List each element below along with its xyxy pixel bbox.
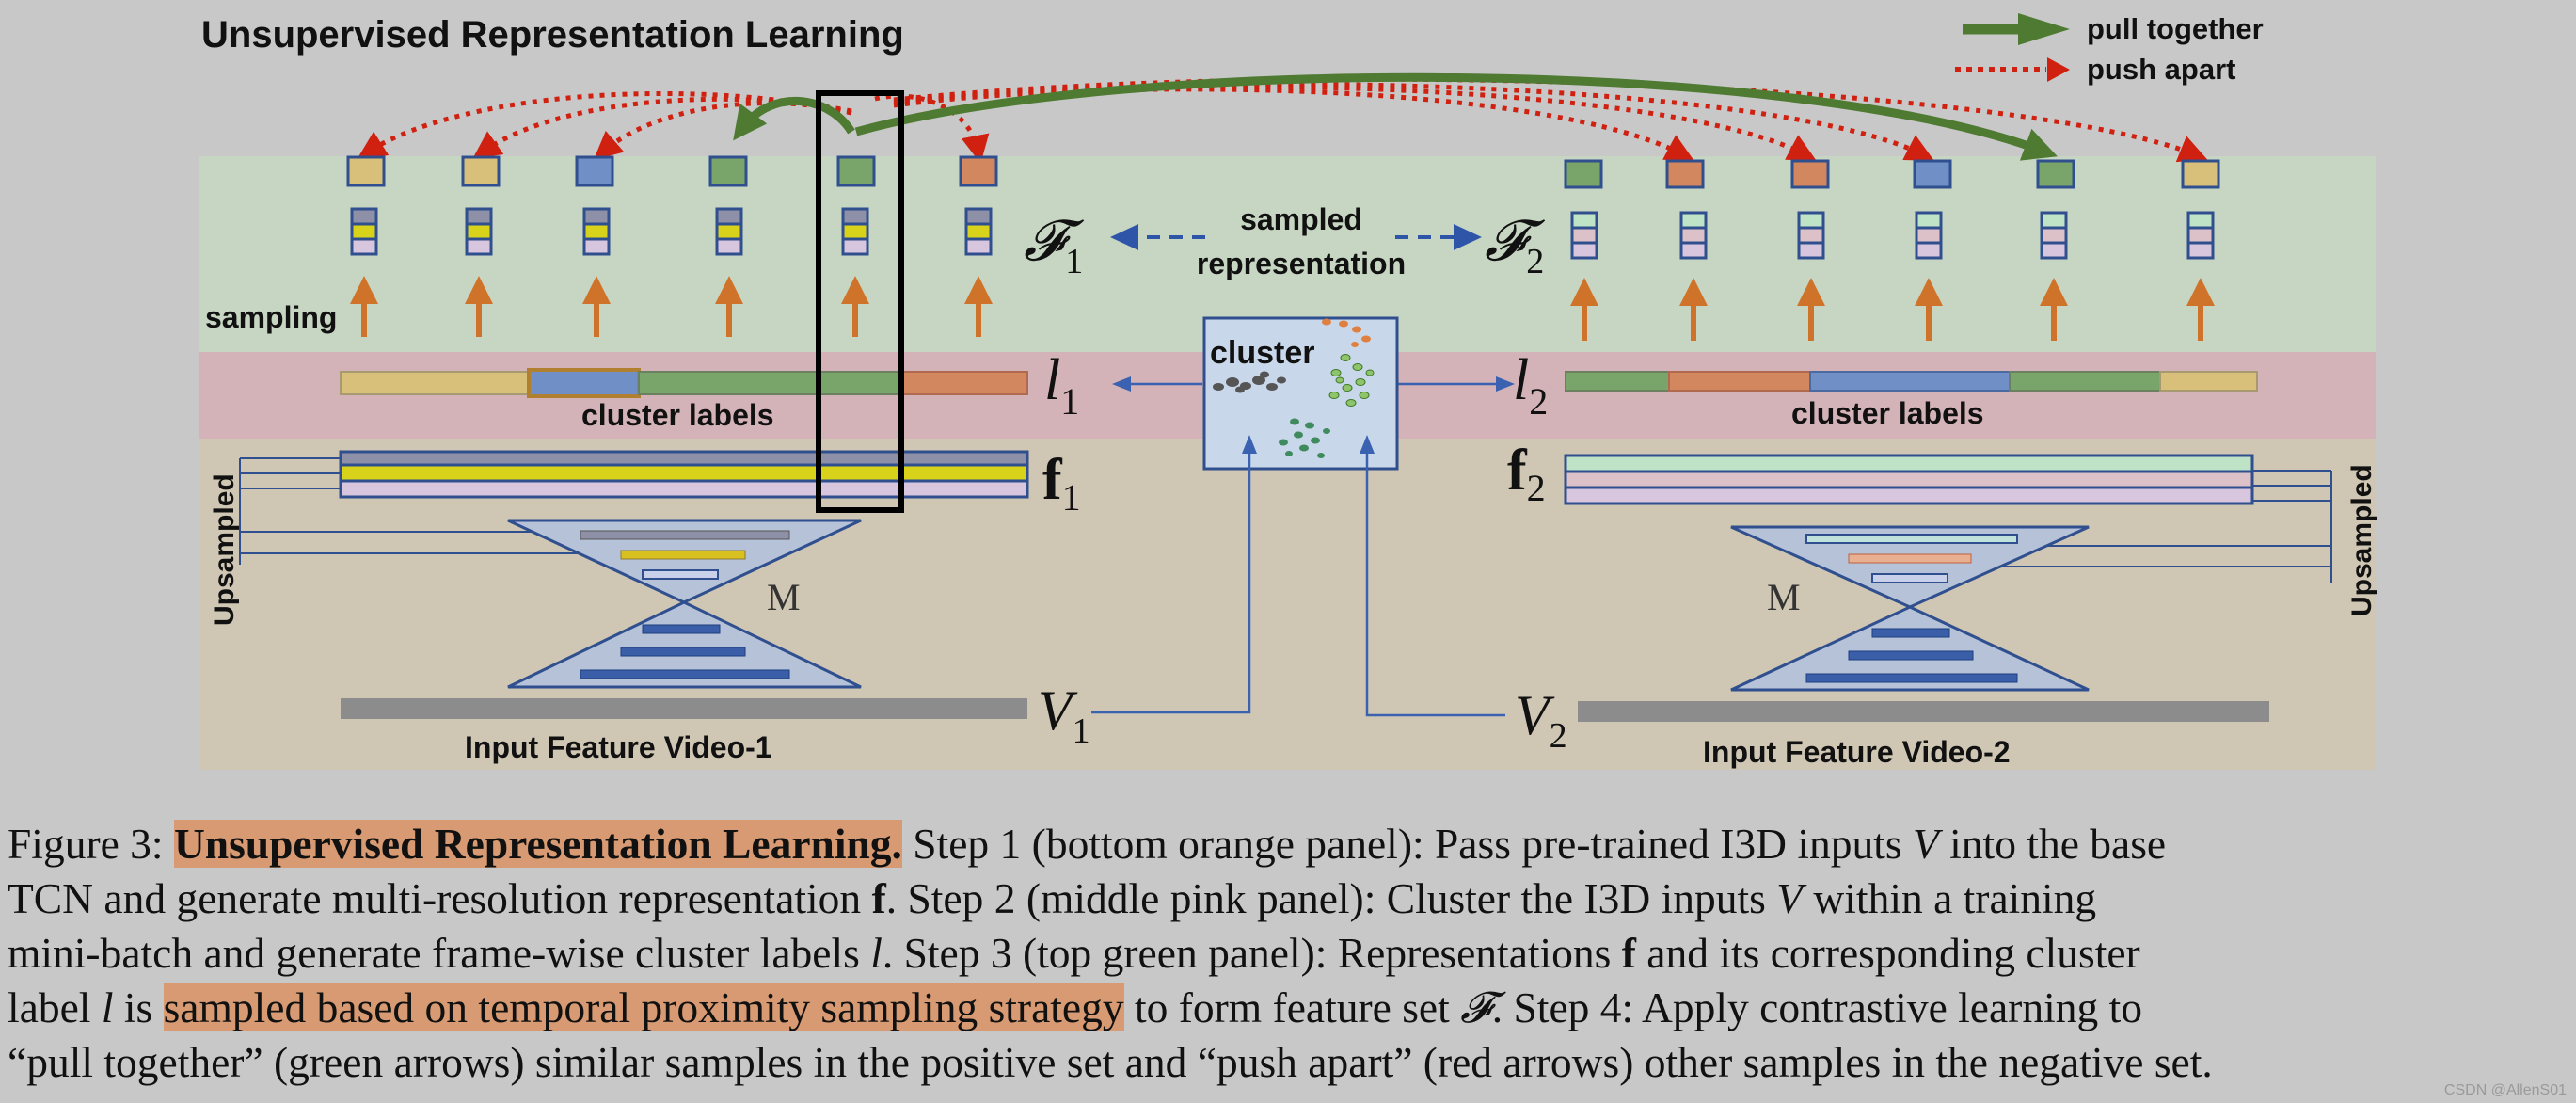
symbol-V2: V2 [1515,684,1567,756]
symbol-f2: f2 [1507,439,1546,509]
figure-caption: Figure 3: Unsupervised Representation Le… [8,817,2568,1090]
caption-line-5: “pull together” (green arrows) similar s… [8,1038,2213,1086]
symbol-V1: V1 [1038,679,1090,751]
caption-line-2: TCN and generate multi-resolution repres… [8,874,2097,922]
upsampled-label-right: Upsampled [2346,464,2377,616]
sampled-rep-line2: representation [1197,247,1406,280]
cluster-label-bar-right [1565,371,2258,392]
cluster-labels-left: cluster labels [581,398,774,432]
representation-bar-right [1564,454,2254,505]
symbol-f1: f1 [1042,448,1081,519]
sampling-arrows-left [350,276,993,337]
push-legend-label: push apart [2087,53,2235,86]
watermark: CSDN @AllenS01 [2443,1082,2567,1098]
upsampled-label-left: Upsampled [209,473,240,626]
figure-title: Unsupervised Representation Learning [201,14,904,56]
figure-diagram: Unsupervised Representation Learning pul… [199,12,2377,770]
model-hourglass-right: M [1730,525,2090,692]
cluster-label-bar-left [340,368,1028,398]
svg-text:cluster: cluster [1210,335,1315,371]
symbol-l1: l1 [1044,348,1079,423]
pull-arrows [733,72,2058,161]
pull-legend-arrowhead [2018,13,2070,45]
feature-set-left [346,155,998,187]
feature-set-right [1564,159,2220,189]
caption-line-1: Figure 3: Unsupervised Representation Le… [8,820,2167,868]
sampling-label: sampling [205,300,337,334]
input-label-left: Input Feature Video-1 [465,730,772,764]
sampling-arrows-right [1570,278,2215,341]
input-label-right: Input Feature Video-2 [1703,735,2011,769]
push-legend-arrowhead [2047,57,2070,82]
sampled-rep-line1: sampled [1240,202,1362,236]
svg-text:M: M [767,576,801,618]
input-to-cluster-lines [1091,435,1505,717]
cluster-labels-right: cluster labels [1791,396,1984,430]
caption-highlight-sampling: sampled based on temporal proximity samp… [163,983,1124,1031]
sampled-stacks-left [350,207,993,256]
upsampled-lines-right [1976,470,2332,583]
selected-frame-box [816,90,904,513]
input-bar-right [1578,701,2269,722]
sampled-stacks-right [1570,211,2215,260]
upsampled-lines-left [239,457,602,565]
model-hourglass-left: M [507,519,862,689]
symbol-l2: l2 [1513,348,1548,423]
pull-legend-label: pull together [2087,12,2264,45]
input-bar-left [341,698,1027,719]
caption-line-4: label l is sampled based on temporal pro… [8,983,2142,1031]
representation-bar-left [339,450,1029,499]
svg-text:M: M [1767,576,1801,618]
caption-highlight-title: Unsupervised Representation Learning. [173,820,902,868]
caption-line-3: mini-batch and generate frame-wise clust… [8,929,2140,977]
